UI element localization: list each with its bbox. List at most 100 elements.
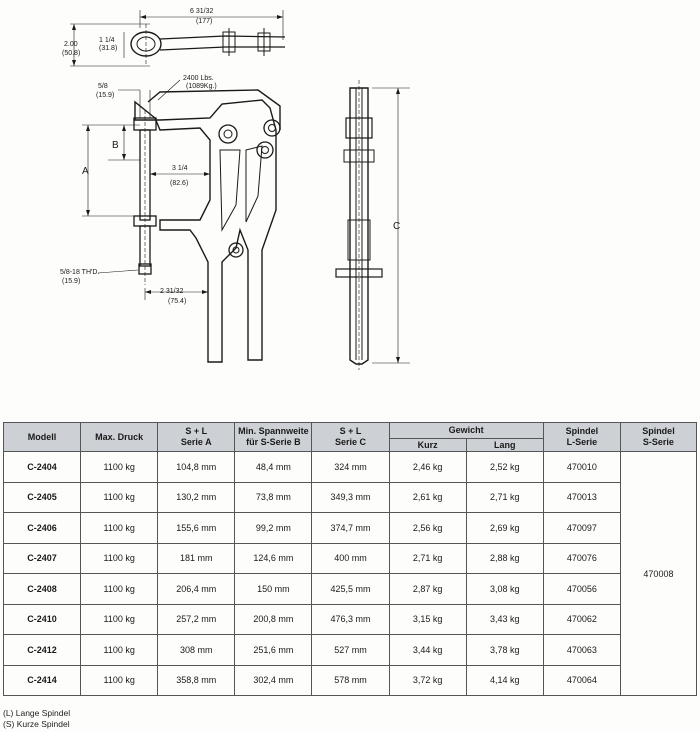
cell-modell: C-2412	[2, 634, 82, 666]
cell-serie-a: 257,2 mm	[157, 603, 236, 635]
cell-serie-b: 73,8 mm	[234, 481, 313, 513]
dim-width-2-31-32-metric: (75.4)	[168, 298, 186, 305]
table-row: C-2407 1100 kg 181 mm 124,6 mm 400 mm 2,…	[2, 542, 697, 574]
dim-width-1-1-4-metric: (31.8)	[99, 45, 117, 52]
cell-druck: 1100 kg	[80, 512, 159, 544]
cell-modell: C-2410	[2, 603, 82, 635]
header-gewicht: Gewicht	[388, 422, 544, 439]
table-row: C-2412 1100 kg 308 mm 251,6 mm 527 mm 3,…	[2, 634, 697, 666]
dim-spindle-5-8: 5/8	[98, 83, 108, 90]
cell-lang: 2,52 kg	[465, 451, 544, 483]
technical-drawing: 6 31/32 (177) 2.00 (50.8) 1 1/4 (31.8) 5…	[60, 8, 410, 370]
header-serie-c-line1: S + L	[339, 426, 362, 436]
table-row: C-2405 1100 kg 130,2 mm 73,8 mm 349,3 mm…	[2, 481, 697, 513]
cell-modell: C-2405	[2, 481, 82, 513]
cell-modell: C-2406	[2, 512, 82, 544]
header-serie-a: S + L Serie A	[157, 422, 236, 452]
dim-width-2-31-32: 2 31/32	[160, 288, 183, 295]
spec-table: Modell Max. Druck S + L Serie A Min. Spa…	[2, 422, 698, 696]
cell-lang: 2,69 kg	[465, 512, 544, 544]
cell-kurz: 3,15 kg	[388, 603, 467, 635]
table-row: C-2404 1100 kg 104,8 mm 48,4 mm 324 mm 2…	[2, 451, 698, 696]
dim-thread-metric: (15.9)	[62, 278, 80, 285]
cell-druck: 1100 kg	[80, 603, 159, 635]
cell-modell: C-2414	[2, 664, 82, 696]
header-kurz: Kurz	[388, 438, 467, 452]
cell-druck: 1100 kg	[80, 451, 159, 483]
cell-spindel-l: 470013	[542, 481, 621, 513]
footnote-lange-spindel: (L) Lange Spindel	[3, 708, 71, 718]
cell-serie-c: 476,3 mm	[311, 603, 390, 635]
dim-top-length-metric: (177)	[196, 18, 212, 25]
dim-width-1-1-4: 1 1/4	[99, 37, 115, 44]
cell-spindel-l: 470097	[542, 512, 621, 544]
cell-serie-b: 200,8 mm	[234, 603, 313, 635]
table-row: C-2410 1100 kg 257,2 mm 200,8 mm 476,3 m…	[2, 603, 697, 635]
cell-serie-b: 251,6 mm	[234, 634, 313, 666]
cell-serie-c: 374,7 mm	[311, 512, 390, 544]
cell-spindel-s: 470008	[619, 451, 698, 696]
footnotes: (L) Lange Spindel (S) Kurze Spindel	[3, 708, 70, 730]
dim-height-200: 2.00	[64, 41, 78, 48]
dim-force: 2400 Lbs.	[183, 75, 214, 82]
header-min-spannweite: Min. Spannweite für S-Serie B	[234, 422, 313, 452]
cell-serie-c: 349,3 mm	[311, 481, 390, 513]
cell-serie-a: 155,6 mm	[157, 512, 236, 544]
cell-serie-a: 181 mm	[157, 542, 236, 574]
cell-serie-a: 308 mm	[157, 634, 236, 666]
dim-force-metric: (1089Kg.)	[186, 83, 217, 90]
cell-serie-c: 578 mm	[311, 664, 390, 696]
cell-kurz: 2,46 kg	[388, 451, 467, 483]
cell-serie-b: 150 mm	[234, 573, 313, 605]
header-serie-c-line2: Serie C	[334, 437, 366, 447]
dim-label-b: B	[112, 140, 119, 151]
header-serie-a-line2: Serie A	[180, 437, 212, 447]
cell-kurz: 2,61 kg	[388, 481, 467, 513]
cell-modell: C-2404	[2, 451, 82, 483]
dim-height-200-metric: (50.8)	[62, 50, 80, 57]
header-spindel-l-line1: Spindel	[565, 426, 599, 436]
table-row: C-2408 1100 kg 206,4 mm 150 mm 425,5 mm …	[2, 573, 697, 605]
cell-lang: 3,43 kg	[465, 603, 544, 635]
header-serie-a-line1: S + L	[185, 426, 208, 436]
cell-lang: 4,14 kg	[465, 664, 544, 696]
cell-spindel-l: 470063	[542, 634, 621, 666]
dim-top-length: 6 31/32	[190, 8, 213, 15]
cell-serie-a: 104,8 mm	[157, 451, 236, 483]
dim-thread: 5/8-18 TH'D.	[60, 269, 99, 276]
dim-spindle-5-8-metric: (15.9)	[96, 92, 114, 99]
cell-serie-b: 302,4 mm	[234, 664, 313, 696]
cell-serie-a: 130,2 mm	[157, 481, 236, 513]
cell-druck: 1100 kg	[80, 634, 159, 666]
cell-lang: 2,71 kg	[465, 481, 544, 513]
cell-modell: C-2407	[2, 542, 82, 574]
cell-serie-c: 425,5 mm	[311, 573, 390, 605]
dim-throat-3-1-4: 3 1/4	[172, 165, 188, 172]
cell-kurz: 2,87 kg	[388, 573, 467, 605]
cell-druck: 1100 kg	[80, 573, 159, 605]
header-lang: Lang	[465, 438, 544, 452]
cell-spindel-l: 470064	[542, 664, 621, 696]
cell-serie-b: 48,4 mm	[234, 451, 313, 483]
header-min-line1: Min. Spannweite	[238, 426, 309, 436]
cell-lang: 3,08 kg	[465, 573, 544, 605]
table-row: C-2414 1100 kg 358,8 mm 302,4 mm 578 mm …	[2, 664, 697, 696]
cell-serie-b: 99,2 mm	[234, 512, 313, 544]
cell-kurz: 2,56 kg	[388, 512, 467, 544]
header-spindel-s-line1: Spindel	[642, 426, 675, 436]
header-spindel-s-line2: S-Serie	[642, 437, 674, 447]
cell-kurz: 2,71 kg	[388, 542, 467, 574]
header-serie-c: S + L Serie C	[311, 422, 390, 452]
cell-spindel-l: 470010	[542, 451, 621, 483]
header-modell: Modell	[2, 422, 82, 452]
cell-kurz: 3,44 kg	[388, 634, 467, 666]
top-view	[70, 10, 286, 67]
side-view	[82, 79, 281, 363]
front-view	[335, 80, 410, 370]
cell-lang: 2,88 kg	[465, 542, 544, 574]
cell-lang: 3,78 kg	[465, 634, 544, 666]
table-row: C-2406 1100 kg 155,6 mm 99,2 mm 374,7 mm…	[2, 512, 697, 544]
dim-throat-3-1-4-metric: (82.6)	[170, 180, 188, 187]
cell-serie-c: 400 mm	[311, 542, 390, 574]
cell-serie-c: 324 mm	[311, 451, 390, 483]
